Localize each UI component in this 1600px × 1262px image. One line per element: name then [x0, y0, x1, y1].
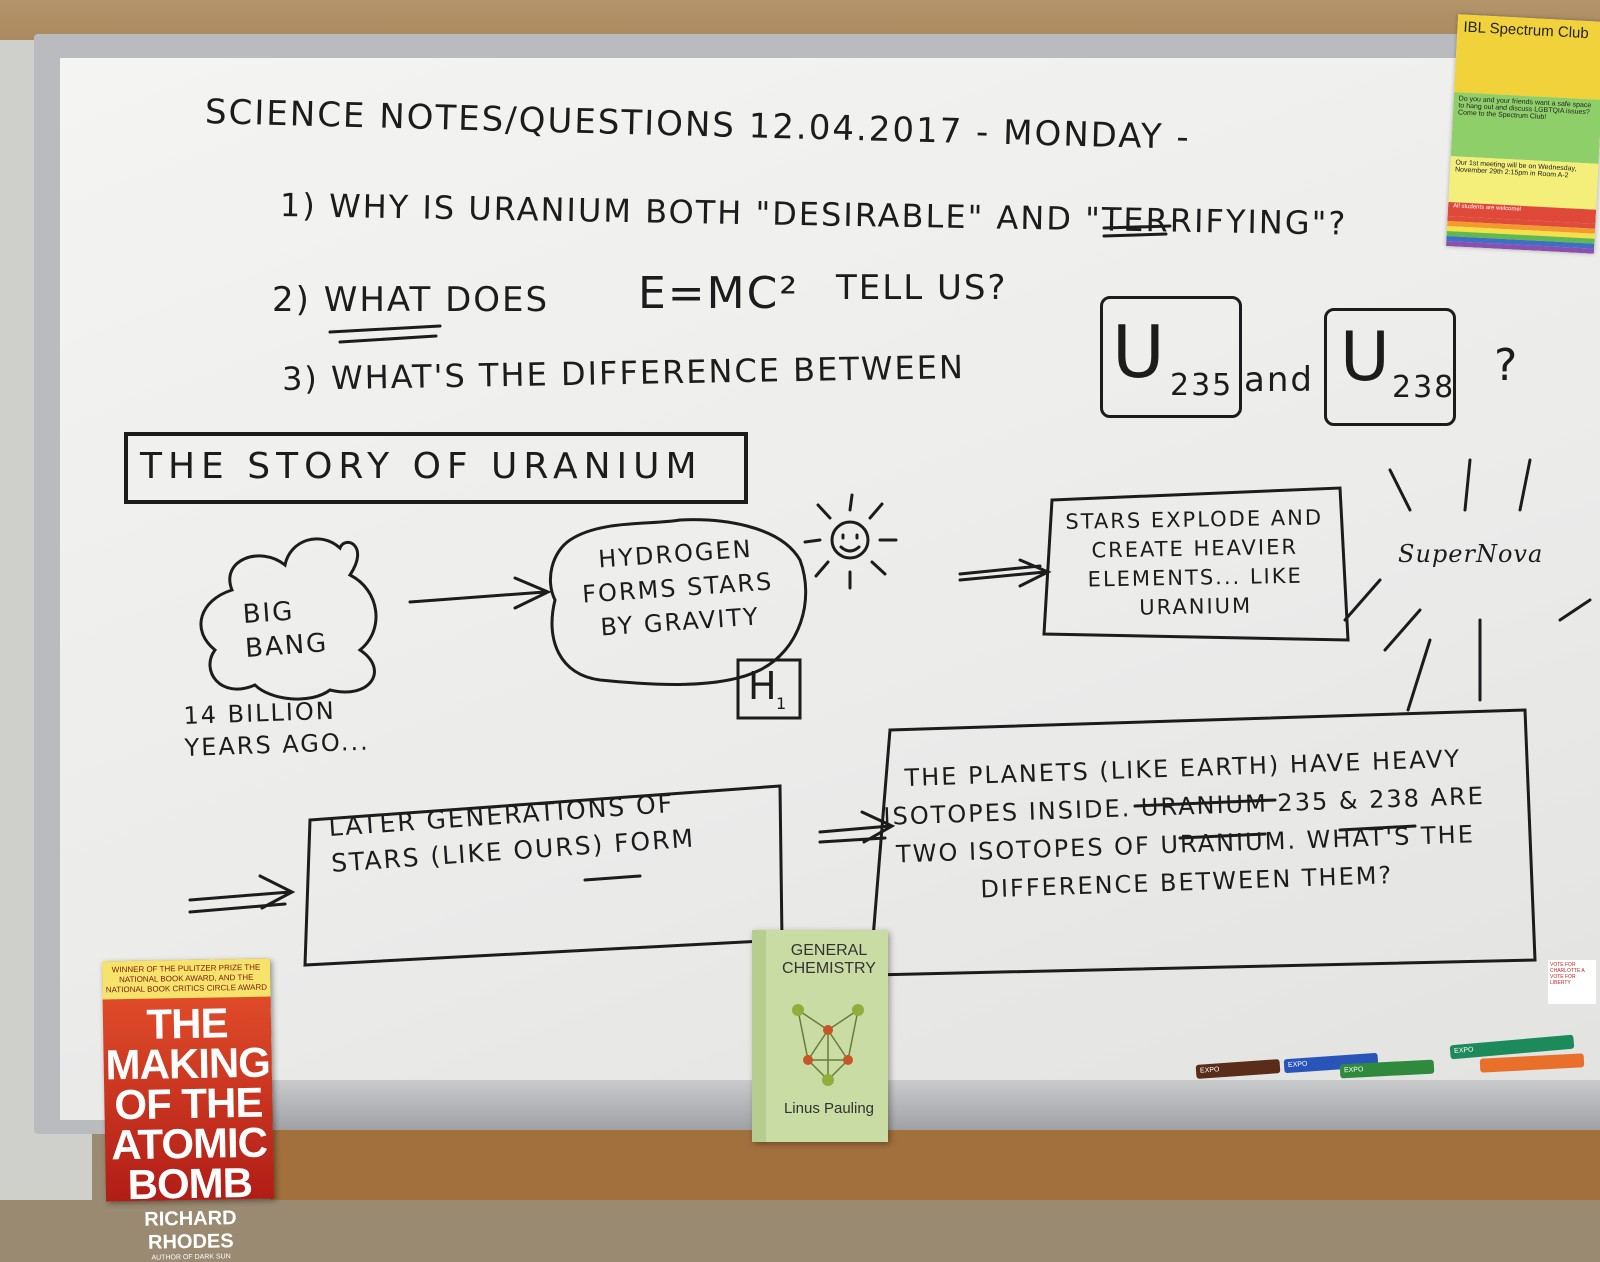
club-poster: IBL Spectrum Club Do you and your friend… [1446, 14, 1600, 254]
molecule-illustration [792, 1004, 864, 1086]
h1-box [736, 658, 802, 720]
poster-title: IBL Spectrum Club [1454, 14, 1600, 100]
underline-235 [1178, 832, 1267, 840]
planets-label: THE PLANETS (LIKE EARTH) HAVE HEAVY ISOT… [883, 744, 1486, 904]
sun-rays [803, 493, 898, 590]
question-3-and: and [1244, 360, 1314, 400]
underline-238 [1338, 824, 1417, 832]
question-2-part-c: TELL US? [836, 268, 1008, 308]
poster-meeting: Our 1st meeting will be on Wednesday, No… [1448, 156, 1599, 210]
question-2-part-a: 2) WHAT DOES [272, 280, 550, 320]
book-atomic-title: THE MAKING OF THE ATOMIC BOMB [105, 999, 271, 1209]
arrow-2 [958, 558, 1052, 588]
big-bang-cloud [199, 537, 378, 701]
years-ago-label: 14 BILLION YEARS AGO... [182, 696, 371, 762]
u235-box [1100, 296, 1242, 418]
book-chem-title: GENERAL CHEMISTRY [782, 942, 876, 977]
book-general-chemistry: GENERAL CHEMISTRY Linus Pauling [752, 930, 888, 1142]
big-bang-label: BIG BANG [241, 596, 330, 664]
u235-symbol: U [1112, 310, 1167, 394]
underline-ours [583, 874, 642, 882]
arrow-4 [188, 874, 296, 914]
u238-symbol: U [1340, 318, 1392, 397]
vote-note: VOTE FOR CHARLOTTE A VOTE FOR LIBERTY [1548, 960, 1596, 1004]
story-title: THE STORY OF URANIUM [140, 446, 703, 487]
underline-isotopes [1133, 798, 1277, 808]
sun-icon [830, 520, 870, 560]
u238-number: 238 [1392, 370, 1456, 405]
supernova-rays [1343, 458, 1592, 712]
story-title-box [124, 432, 748, 504]
hydrogen-label: HYDROGEN FORMS STARS BY GRAVITY [581, 534, 775, 642]
sun-face [839, 533, 861, 553]
hydrogen-cloud [548, 518, 808, 686]
stars-explode-box [1042, 486, 1350, 642]
book-atomic-bomb: WINNER OF THE PULITZER PRIZE THE NATIONA… [101, 958, 275, 1262]
u238-box [1324, 308, 1456, 426]
wood-cabinet [270, 1130, 1600, 1200]
question-3-mark: ? [1494, 340, 1520, 391]
arrow-1 [408, 576, 552, 610]
book-chem-author: Linus Pauling [783, 1100, 875, 1117]
stars-explode-label: STARS EXPLODE AND CREATE HEAVIER ELEMENT… [1065, 505, 1324, 620]
book-atomic-author: RICHARD RHODES [144, 1207, 237, 1254]
h-symbol: H [748, 664, 779, 708]
underline-and [1102, 224, 1172, 238]
book-chem-spine [752, 930, 766, 1142]
h-number: 1 [776, 694, 789, 713]
u235-number: 235 [1170, 368, 1234, 403]
underline-what [328, 324, 442, 344]
question-2-equation: E=MC² [638, 268, 799, 319]
planets-box [868, 708, 1537, 977]
supernova-label: SuperNova [1398, 540, 1544, 568]
book-atomic-award: WINNER OF THE PULITZER PRIZE THE NATIONA… [101, 958, 271, 1000]
poster-body: Do you and your friends want a safe spac… [1450, 92, 1600, 164]
arrow-3 [818, 810, 896, 844]
marker-tray [270, 1080, 1600, 1130]
